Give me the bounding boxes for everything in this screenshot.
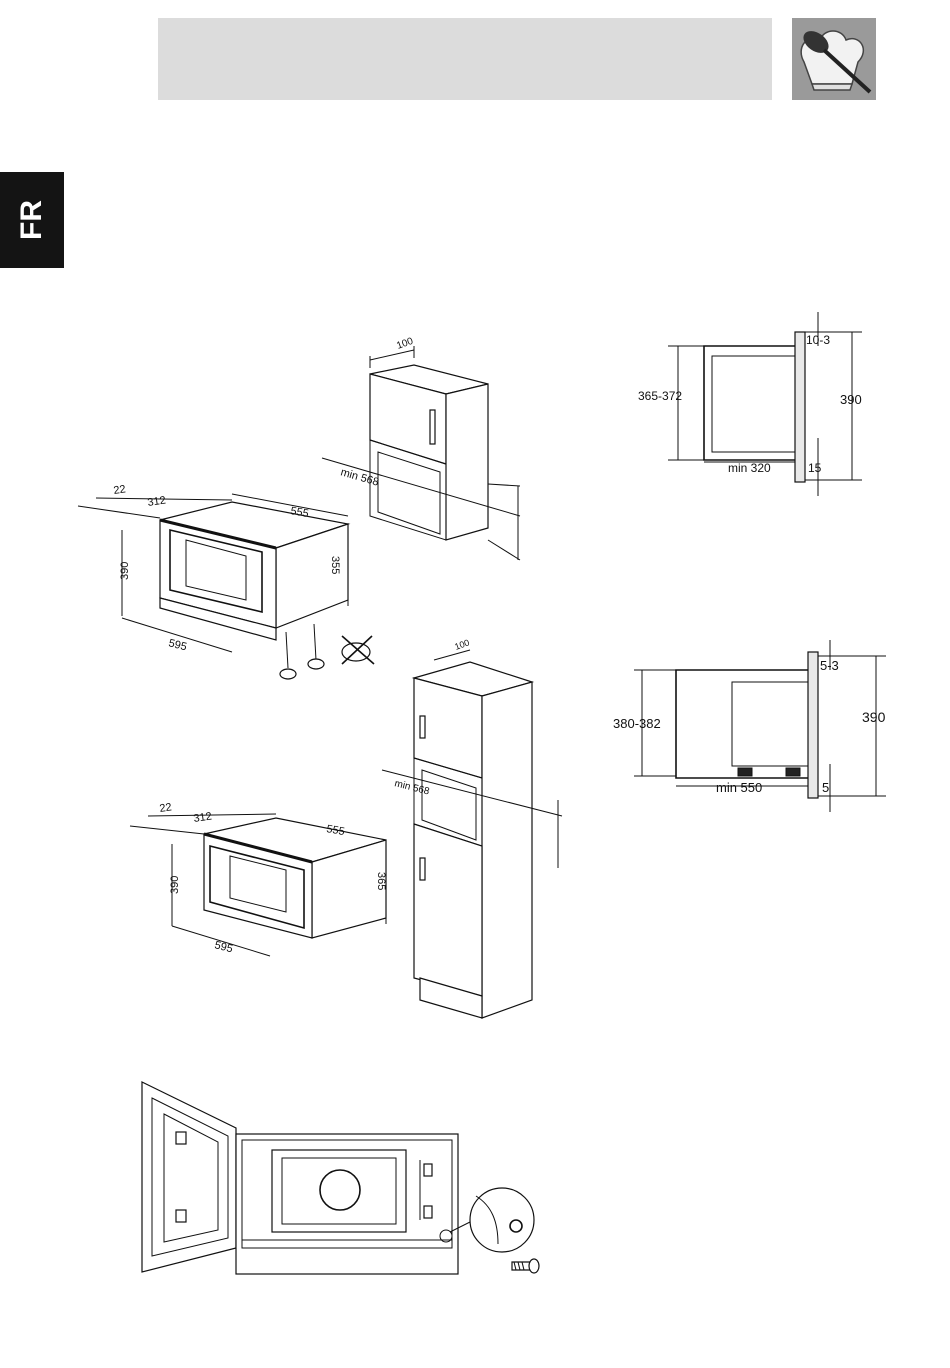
open-oven-figure [142, 1082, 539, 1274]
d1-355: 355 [329, 556, 341, 574]
s2-total: 390 [862, 709, 886, 725]
s1-top-gap: 10-3 [806, 333, 830, 347]
cabinet-2: 100 min 568 [382, 637, 562, 1018]
cab2-depth-label: 100 [453, 637, 471, 652]
s2-top-gap: 5-3 [820, 658, 839, 673]
s2-height: 380-382 [613, 716, 661, 731]
cab1-min-label: min 568 [339, 466, 380, 488]
d2-312: 312 [193, 811, 213, 825]
section-1: 365-372 10-3 390 min 320 15 [638, 312, 862, 496]
s1-min-depth: min 320 [728, 461, 771, 475]
d2-595: 595 [213, 939, 234, 955]
d2-390: 390 [169, 876, 181, 894]
d1-312: 312 [147, 495, 167, 509]
s2-bottom: 5 [822, 780, 829, 795]
d1-22: 22 [113, 483, 127, 497]
cabinet-1: 100 min 568 [322, 336, 520, 560]
d1-595: 595 [167, 637, 188, 653]
s1-total: 390 [840, 392, 862, 407]
screw-icon [512, 1259, 539, 1273]
s1-height: 365-372 [638, 389, 682, 403]
section-2: 380-382 5-3 390 min 550 5 [613, 640, 886, 812]
s2-min-depth: min 550 [716, 780, 762, 795]
d2-22: 22 [159, 801, 173, 815]
d2-365: 365 [375, 872, 387, 890]
oven-1: 22 312 555 390 355 595 [78, 483, 374, 679]
cab1-depth-label: 100 [395, 336, 415, 352]
s1-bottom: 15 [808, 461, 822, 475]
oven-2: 22 312 555 390 365 595 [130, 801, 387, 956]
d1-390: 390 [119, 562, 131, 580]
